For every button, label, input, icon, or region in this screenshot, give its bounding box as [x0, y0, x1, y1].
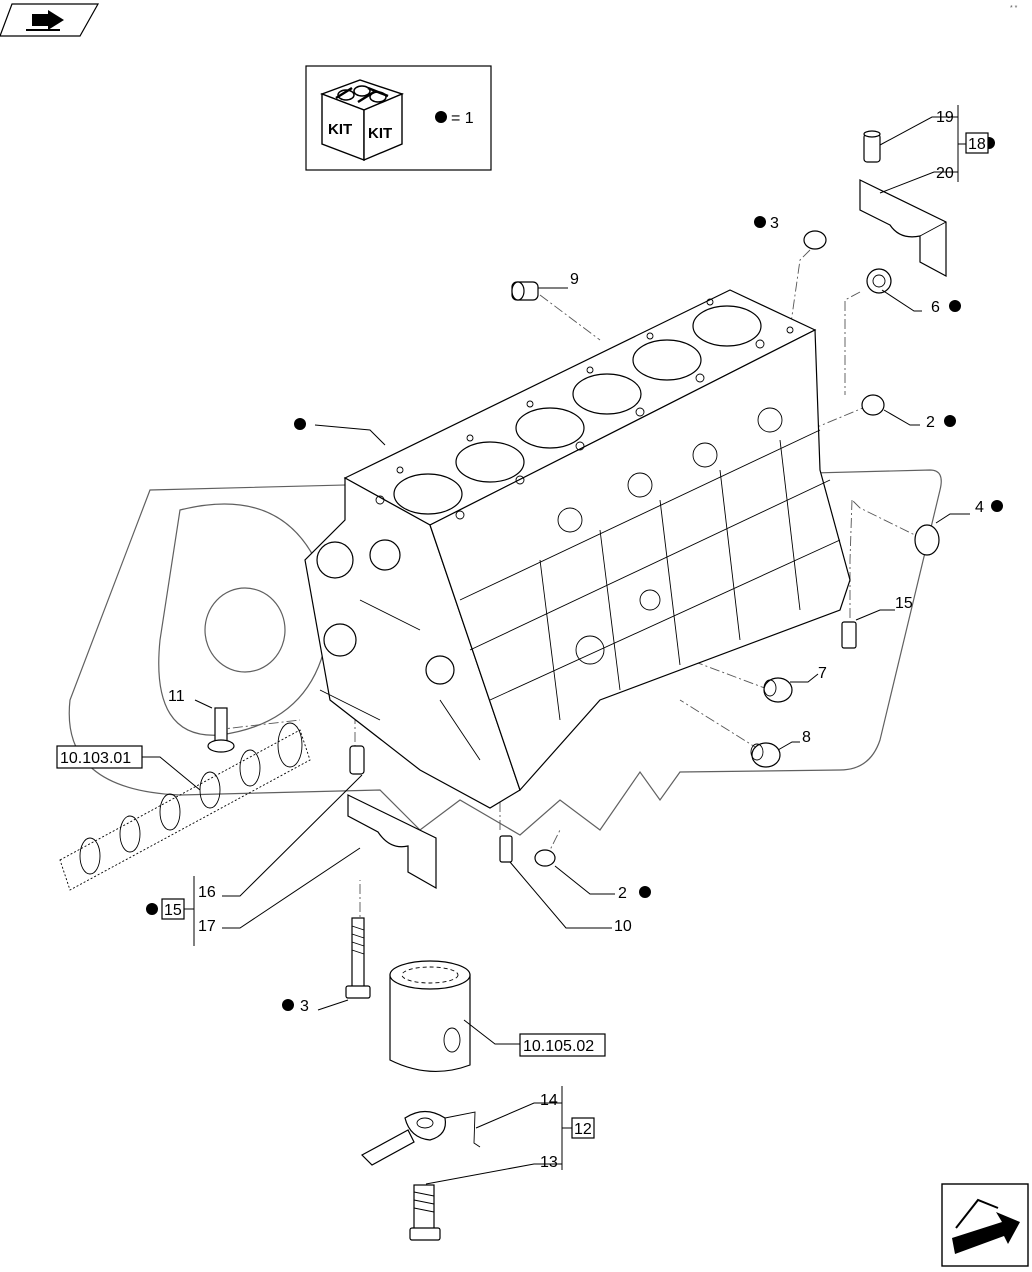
callout-13: 13	[540, 1154, 558, 1171]
kit-equals: = 1	[451, 110, 474, 127]
part-dowel-19	[863, 130, 881, 163]
back-arrow-icon[interactable]	[0, 3, 100, 37]
callout-6: 6	[931, 299, 940, 316]
part-bolt-13	[409, 1184, 441, 1241]
part-sleeve-15	[841, 621, 857, 649]
callout-labels: 19 20 3 9 6 2 4 15 7 11 8 16 2 17 10 3 1…	[168, 109, 984, 1171]
callout-17: 17	[198, 918, 216, 935]
group-box-12: 12	[571, 1117, 595, 1139]
callout-3-lower: 3	[300, 998, 309, 1015]
part-oil-jet-14	[361, 1110, 481, 1166]
callout-10: 10	[614, 918, 632, 935]
camshaft	[59, 722, 311, 891]
kit-legend: KIT KIT = 1	[305, 65, 492, 171]
part-bearing-cap-17	[347, 794, 437, 890]
kit-bullet	[435, 111, 447, 123]
callout-15-right: 15	[895, 595, 913, 612]
svg-text:15: 15	[164, 902, 182, 919]
svg-text:18: 18	[968, 136, 986, 153]
leader-lines	[142, 105, 970, 1185]
part-dowel-16	[349, 745, 365, 775]
next-page-arrow-icon[interactable]	[941, 1183, 1029, 1267]
svg-text:10.105.02: 10.105.02	[523, 1038, 594, 1055]
callout-16: 16	[198, 884, 216, 901]
callout-20: 20	[936, 165, 954, 182]
callout-19: 19	[936, 109, 954, 126]
svg-text:12: 12	[574, 1121, 592, 1138]
part-bolt-3-lower	[345, 917, 371, 999]
part-plug-3-top	[803, 230, 827, 250]
part-bearing-cap-20	[859, 179, 947, 278]
part-plug-8	[750, 742, 781, 768]
callout-2-right: 2	[926, 414, 935, 431]
part-plug-2-right	[861, 394, 885, 416]
kit-box-icon	[320, 79, 404, 162]
callout-4: 4	[975, 499, 984, 516]
ref-link-piston[interactable]: 10.105.02	[519, 1033, 606, 1057]
engine-block	[304, 289, 851, 809]
part-plug-7	[763, 677, 793, 703]
part-bushing-6	[866, 268, 892, 294]
callout-7: 7	[818, 665, 827, 682]
ref-link-camshaft[interactable]: 10.103.01	[56, 745, 143, 769]
group-box-15: 15	[161, 898, 194, 920]
callout-11: 11	[168, 688, 185, 705]
part-cap-4	[914, 524, 940, 556]
corner-mark: * *	[1010, 5, 1018, 12]
part-plug-2-lower	[534, 849, 556, 867]
callout-8: 8	[802, 729, 811, 746]
part-piston	[389, 960, 471, 1072]
callout-3-top: 3	[770, 215, 779, 232]
callout-2-lower: 2	[618, 885, 627, 902]
kit-markers	[146, 137, 1003, 1011]
part-bolt-11	[207, 707, 235, 753]
kit-label-left: KIT	[328, 121, 352, 138]
part-sleeve-10	[499, 835, 513, 863]
callout-14: 14	[540, 1092, 558, 1109]
svg-text:10.103.01: 10.103.01	[60, 750, 131, 767]
callout-9: 9	[570, 271, 579, 288]
kit-label-right: KIT	[368, 125, 392, 142]
part-plug-9	[511, 281, 539, 301]
group-box-18: 18	[965, 132, 989, 154]
